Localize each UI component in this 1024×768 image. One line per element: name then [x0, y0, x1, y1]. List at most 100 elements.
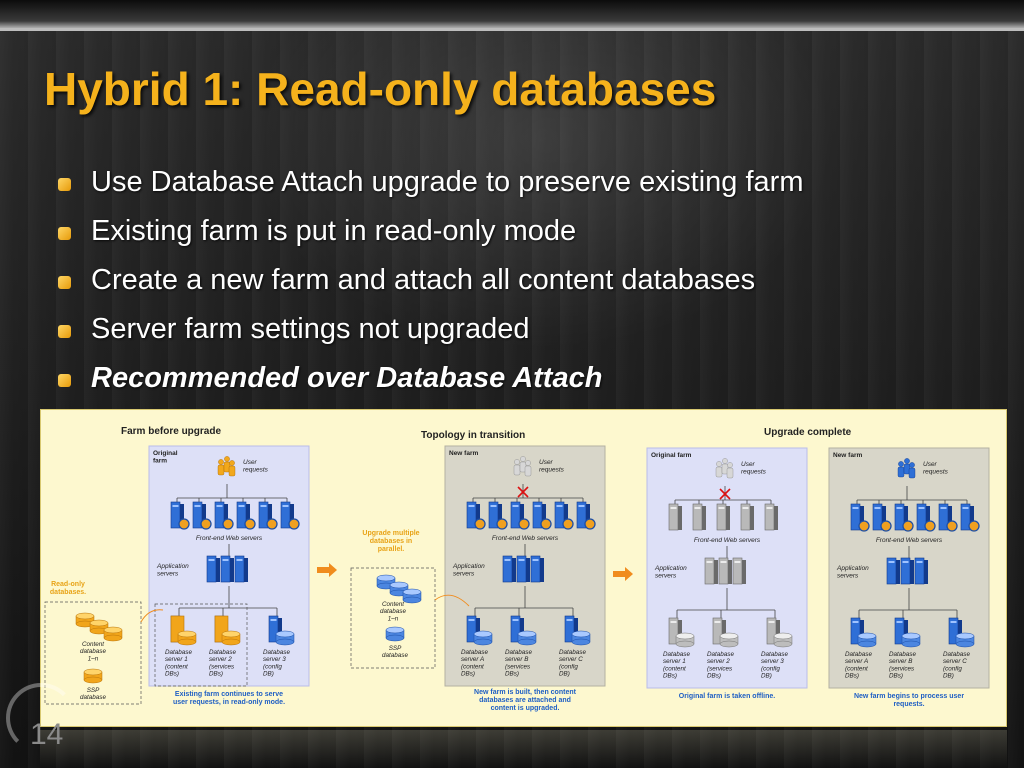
- web-server-icon-slot: [874, 507, 881, 509]
- web-server-icon-slot: [534, 505, 541, 507]
- database-icon-bottom: [857, 640, 877, 648]
- top-divider: [0, 28, 1024, 31]
- web-server-icon: [258, 501, 272, 529]
- database-icon-bottom: [571, 638, 591, 646]
- globe-icon: [924, 520, 936, 532]
- user-group-icon-body: [908, 467, 916, 479]
- db-server-icon: [268, 615, 282, 643]
- blocked-icon: [719, 488, 731, 500]
- db-server-icon: [510, 615, 524, 643]
- web-server-icon: [214, 501, 228, 529]
- globe-icon: [266, 518, 278, 530]
- db-server-icon: [948, 617, 962, 645]
- globe-icon: [222, 518, 234, 530]
- bullet-icon: [58, 325, 71, 338]
- database-icon-top: [719, 632, 739, 640]
- web-server-icon-side: [926, 506, 930, 530]
- app-server-icon-slot: [916, 561, 923, 563]
- web-server-icon-slot: [718, 507, 725, 509]
- globe-icon: [902, 520, 914, 532]
- web-servers-label: Front-end Web servers: [492, 535, 559, 542]
- user-group-icon-head: [727, 462, 733, 468]
- app-server-icon-slot: [888, 561, 895, 563]
- bullet-item: Create a new farm and attach all content…: [58, 264, 804, 313]
- user-group-icon: [715, 458, 734, 479]
- web-server-icon: [740, 503, 754, 531]
- app-server-icon-slot: [518, 559, 525, 561]
- app-server-icon: [234, 555, 248, 583]
- app-server-icon-slot: [706, 561, 713, 563]
- user-group-icon-head: [229, 460, 235, 466]
- web-server-icon: [532, 501, 546, 529]
- heading-upgrade-complete: Upgrade complete: [764, 427, 852, 438]
- web-server-icon-slot: [490, 505, 497, 507]
- database-icon-bottom: [473, 638, 493, 646]
- web-server-icon-slot: [578, 505, 585, 507]
- globe-icon: [518, 518, 530, 530]
- web-server-icon: [850, 503, 864, 531]
- user-group-icon-body: [524, 465, 532, 477]
- user-group-icon-head: [218, 459, 224, 465]
- content-database-icon-top: [402, 588, 422, 596]
- transition-arrow-1: [317, 563, 337, 577]
- db-server-icon: [766, 617, 780, 645]
- web-server-icon-side: [970, 506, 974, 530]
- user-group-icon-head: [898, 461, 904, 467]
- db-server-icon-slot: [670, 621, 677, 623]
- database-icon: [857, 632, 877, 648]
- app-server-icon-side: [230, 558, 234, 582]
- web-server-icon-slot: [260, 505, 267, 507]
- web-server-icon-side: [586, 504, 590, 528]
- database-icon: [517, 630, 537, 646]
- web-server-icon: [554, 501, 568, 529]
- db-server-icon-slot: [768, 621, 775, 623]
- web-server-icon-side: [678, 506, 682, 530]
- database-icon: [773, 632, 793, 648]
- attach-link-arrow: [434, 594, 470, 607]
- web-server-icon-side: [246, 504, 250, 528]
- middle-db-group-outline: [350, 567, 436, 669]
- database-icon-top: [571, 630, 591, 638]
- bullet-icon: [58, 178, 71, 191]
- db-server-icon-slot: [950, 621, 957, 623]
- db-server-icon-side: [278, 618, 282, 642]
- db-server-icon: [466, 615, 480, 643]
- app-server-icon-side: [924, 560, 928, 584]
- globe-icon: [178, 518, 190, 530]
- bullet-item-emphasis: Recommended over Database Attach: [58, 362, 804, 411]
- app-server-icon-slot: [208, 559, 215, 561]
- web-server-icon-slot: [852, 507, 859, 509]
- web-servers-label: Front-end Web servers: [196, 535, 263, 542]
- db-server-icon-slot: [566, 619, 573, 621]
- user-group-icon-head: [722, 458, 728, 464]
- user-group-icon-head: [520, 456, 526, 462]
- content-database-icon-top: [75, 612, 95, 620]
- app-server-icon-side: [540, 558, 544, 582]
- web-server-icon-slot: [556, 505, 563, 507]
- ssp-database-icon-bottom: [83, 676, 103, 684]
- web-server-icon-side: [476, 504, 480, 528]
- globe-icon: [880, 520, 892, 532]
- left-db-group-outline: [44, 601, 142, 705]
- transition-arrow-2: [613, 567, 633, 581]
- database-icon-bottom: [719, 640, 739, 648]
- readonly-group-outline: [154, 603, 248, 687]
- web-server-icon-side: [750, 506, 754, 530]
- bullet-icon: [58, 227, 71, 240]
- user-group-icon-head: [909, 462, 915, 468]
- web-server-icon-side: [224, 504, 228, 528]
- web-servers-label: Front-end Web servers: [876, 537, 943, 544]
- db-server-icon-slot: [714, 621, 721, 623]
- app-server-icon-side: [216, 558, 220, 582]
- user-group-icon-head: [525, 460, 531, 466]
- globe-icon: [288, 518, 300, 530]
- web-server-icon: [960, 503, 974, 531]
